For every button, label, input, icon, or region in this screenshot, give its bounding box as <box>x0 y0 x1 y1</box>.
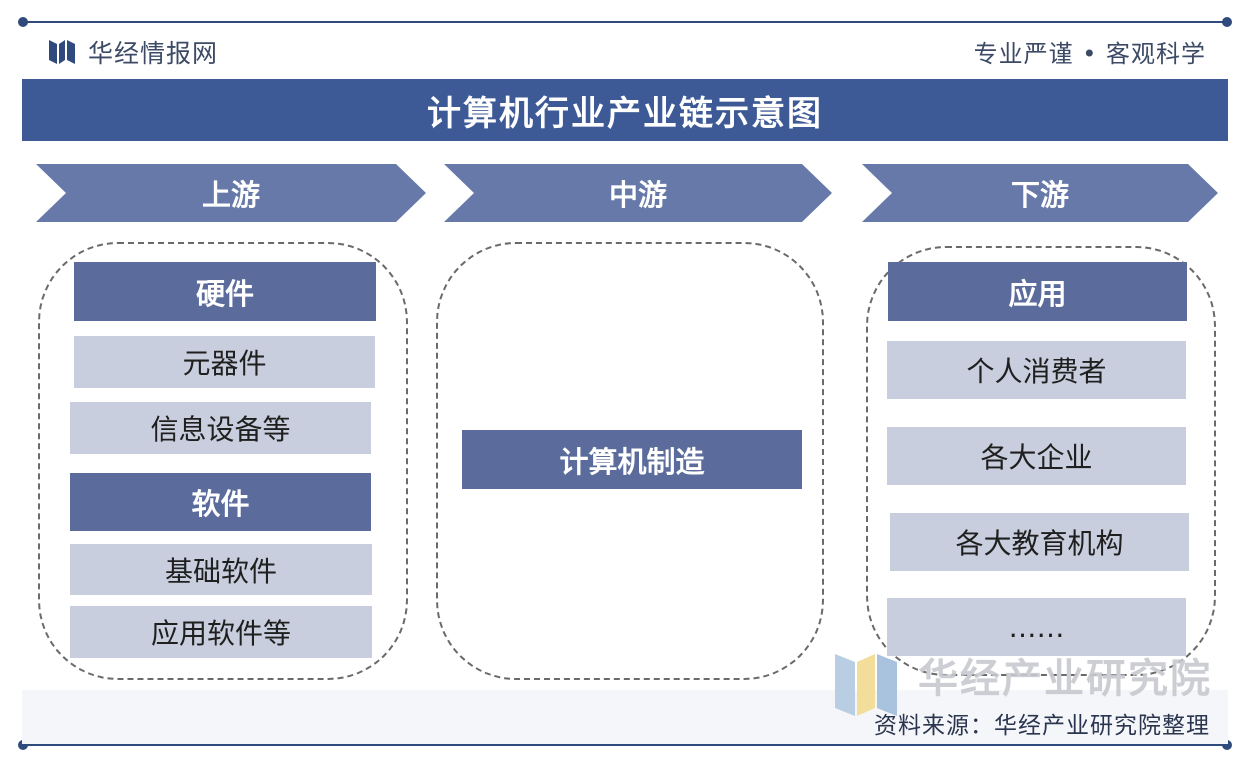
watermark-name: 华经产业研究院 <box>918 656 1212 702</box>
stage-upstream: 上游 <box>36 164 426 222</box>
downstream-group <box>866 246 1216 676</box>
hardware-item: 信息设备等 <box>70 402 371 454</box>
hardware-heading: 硬件 <box>74 262 376 321</box>
hardware-item: 元器件 <box>74 336 375 388</box>
stage-midstream: 中游 <box>444 164 832 222</box>
software-heading: 软件 <box>70 473 371 531</box>
footer-band <box>22 690 1228 744</box>
software-item: 基础软件 <box>70 544 372 595</box>
software-item: 应用软件等 <box>70 606 372 658</box>
frame-dot <box>18 740 28 750</box>
frame-dot <box>18 17 28 27</box>
midstream-group <box>436 242 824 680</box>
stage-downstream: 下游 <box>862 164 1218 222</box>
slogan: 专业严谨 • 客观科学 <box>973 40 1206 68</box>
application-item-more: …… <box>887 598 1186 656</box>
diagram-title: 计算机行业产业链示意图 <box>22 79 1228 141</box>
brand-logo-icon <box>48 38 76 66</box>
brand-name: 华经情报网 <box>88 39 219 68</box>
application-item: 各大企业 <box>887 427 1186 485</box>
midstream-item: 计算机制造 <box>462 430 802 489</box>
top-frame-line <box>18 17 1232 27</box>
frame-dot <box>1222 17 1232 27</box>
application-item: 个人消费者 <box>887 341 1186 399</box>
upstream-group <box>38 242 408 680</box>
bottom-frame-line <box>18 740 1232 750</box>
frame-dot <box>1222 740 1232 750</box>
watermark-logo-icon <box>835 650 897 716</box>
application-item: 各大教育机构 <box>890 513 1189 571</box>
application-heading: 应用 <box>888 262 1187 321</box>
source-note: 资料来源：华经产业研究院整理 <box>874 713 1210 739</box>
brand: 华经情报网 <box>48 34 218 70</box>
